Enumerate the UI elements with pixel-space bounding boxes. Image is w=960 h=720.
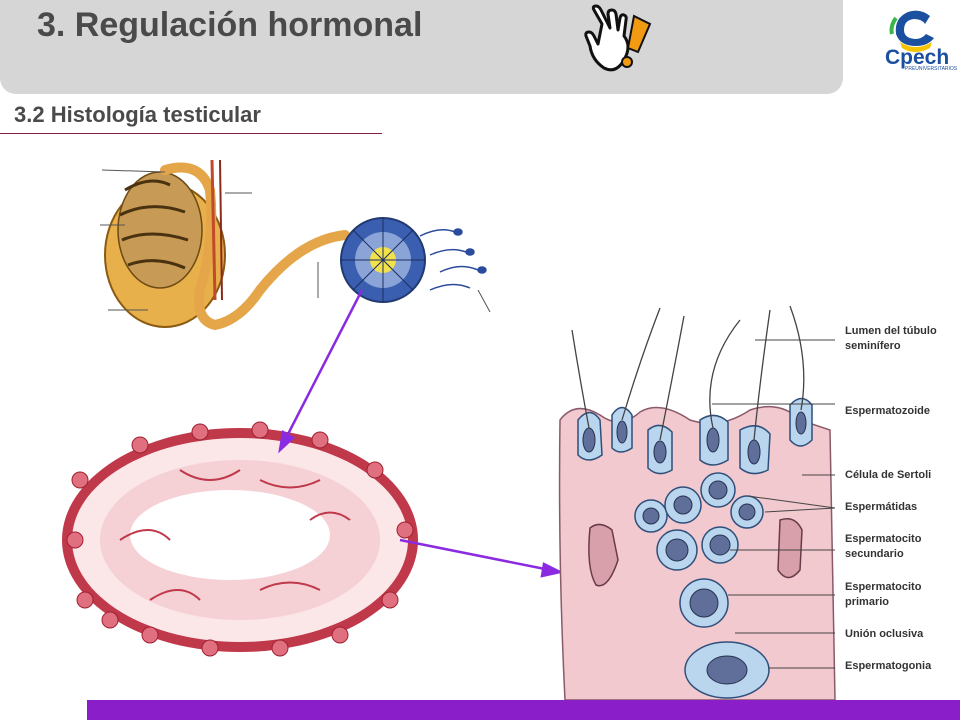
connector-arrows [278,289,564,578]
label-lumen: Lumen del túbulo seminífero [845,325,937,352]
logo-text: Cpech [885,46,950,69]
testis-drawing [100,159,350,331]
label-sertoli: Célula de Sertoli [845,469,932,481]
label-espermatidas: Espermátidas [845,501,918,513]
label-leader-lines [712,339,836,669]
page-title: 3. Regulación hormonal [37,6,423,44]
title-bar [0,0,843,94]
hand-exclamation-icon [584,4,652,72]
section-subtitle: 3.2 Histología testicular [14,102,261,127]
tubule-cross-section-small [340,217,426,303]
cpech-logo-icon [889,10,934,52]
label-espermatozoide: Espermatozoide [845,405,930,417]
label-espermatogonia: Espermatogonia [845,660,932,672]
logo-subtext: PREUNIVERSITARIOS [905,66,958,72]
label-union-oclusiva: Unión oclusiva [845,628,924,640]
tissue-detail-panel [558,305,836,700]
testis-histology-illustration [62,159,836,700]
sperm-group [419,228,491,313]
label-espermatocito-secundario: Espermatocito secundario [845,533,922,560]
subtitle-divider [0,133,382,134]
bottom-accent-bar [87,700,960,720]
seminiferous-tubule-large [62,421,418,657]
label-espermatocito-primario: Espermatocito primario [845,581,922,608]
